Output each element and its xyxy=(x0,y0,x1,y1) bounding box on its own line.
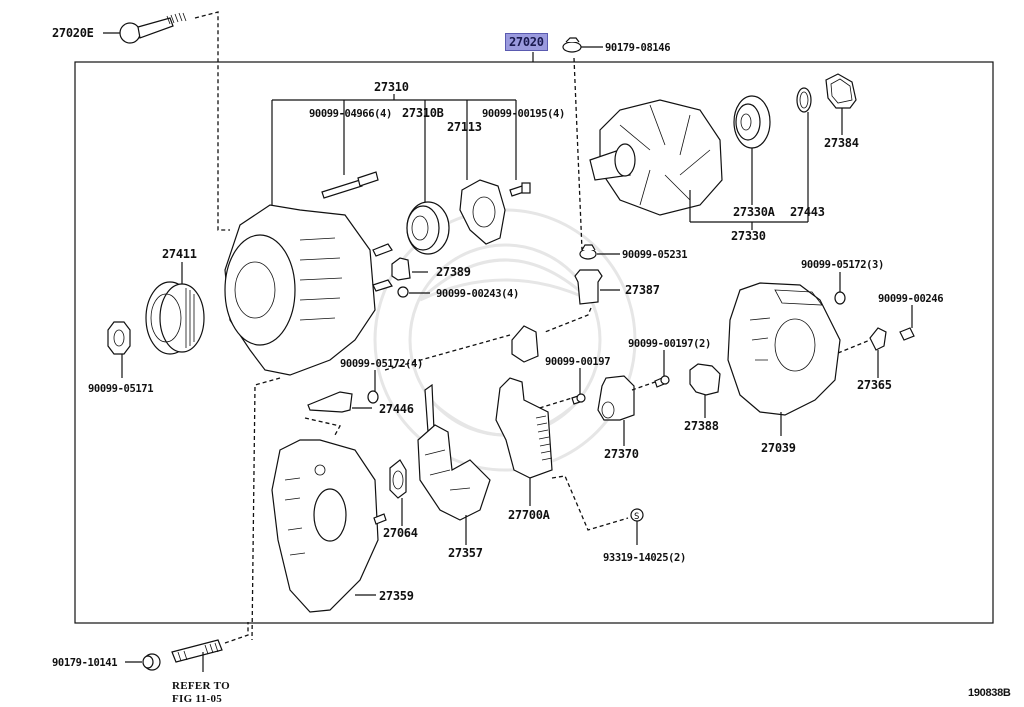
through-bolt-27020E xyxy=(103,12,187,44)
terminal-dash-path xyxy=(304,417,341,436)
cover-27384 xyxy=(825,73,857,135)
stud-bolt-refer xyxy=(171,639,223,672)
callout-27365[interactable]: 27365 xyxy=(857,378,892,392)
callout-90099-00195[interactable]: 90099-00195(4) xyxy=(482,108,565,120)
callout-90099-05231[interactable]: 90099-05231 xyxy=(622,249,688,261)
cap-dash-path xyxy=(384,334,511,371)
callout-27359[interactable]: 27359 xyxy=(379,589,414,603)
callout-27387[interactable]: 27387 xyxy=(625,283,660,297)
callout-90179-08146[interactable]: 90179-08146 xyxy=(605,42,671,54)
rectifier-27357 xyxy=(417,383,491,545)
rotor-27330 xyxy=(589,99,723,222)
refer-note-line1: REFER TO xyxy=(172,680,230,692)
rear-frame-27359 xyxy=(271,439,387,613)
callout-93319-14025[interactable]: 93319-14025(2) xyxy=(603,552,686,564)
callout-27388[interactable]: 27388 xyxy=(684,419,719,433)
callout-90099-00246[interactable]: 90099-00246 xyxy=(878,293,944,305)
callout-27443[interactable]: 27443 xyxy=(790,205,825,219)
callout-27370[interactable]: 27370 xyxy=(604,447,639,461)
callout-90099-05171[interactable]: 90099-05171 xyxy=(88,383,154,395)
insulator-27365 xyxy=(869,327,887,378)
rectifier-group-bracket xyxy=(271,94,517,205)
callout-27020E[interactable]: 27020E xyxy=(52,26,94,40)
nut-90179-10141 xyxy=(125,653,161,671)
nut-90099-05172-4 xyxy=(367,370,379,404)
nut-90099-05172-3 xyxy=(834,272,846,305)
screw-90099-00246 xyxy=(899,305,915,341)
callout-27384[interactable]: 27384 xyxy=(824,136,859,150)
insulator-27389 xyxy=(391,257,428,281)
callout-27310B[interactable]: 27310B xyxy=(402,106,444,120)
callout-90099-00197-2[interactable]: 90099-00197(2) xyxy=(628,338,711,350)
nut-90099-05171 xyxy=(107,321,131,378)
callout-27310[interactable]: 27310 xyxy=(374,80,409,94)
callout-90099-00243[interactable]: 90099-00243(4) xyxy=(436,288,519,300)
figure-code: 190838B xyxy=(968,687,1011,699)
callout-27039[interactable]: 27039 xyxy=(761,441,796,455)
ring-27443 xyxy=(796,87,812,222)
callout-27113[interactable]: 27113 xyxy=(447,120,482,134)
screw-90099-00197 xyxy=(571,368,586,405)
regulator-seal-dash-path xyxy=(551,475,629,531)
callout-90099-05172-4[interactable]: 90099-05172(4) xyxy=(340,358,423,370)
seal-27064 xyxy=(389,459,407,526)
callout-27020-assembly[interactable]: 27020 xyxy=(505,33,548,51)
refer-note-line2: FIG 11-05 xyxy=(172,693,223,705)
regulator-27700A xyxy=(495,377,553,506)
callout-27389[interactable]: 27389 xyxy=(436,265,471,279)
stud-bolt-90099-04966 xyxy=(321,171,379,199)
nut-90099-05231 xyxy=(579,244,620,260)
callout-27330[interactable]: 27330 xyxy=(731,229,766,243)
callout-27064[interactable]: 27064 xyxy=(383,526,418,540)
screw-90099-00197-2 xyxy=(654,350,670,388)
callout-90179-10141[interactable]: 90179-10141 xyxy=(52,657,118,669)
holder-27370 xyxy=(597,375,635,446)
plate-27113 xyxy=(459,179,506,245)
cover-27388 xyxy=(689,363,721,418)
cover-dash-path xyxy=(837,339,871,354)
callout-90099-04966[interactable]: 90099-04966(4) xyxy=(309,108,392,120)
callout-27700A[interactable]: 27700A xyxy=(508,508,550,522)
holder-dash-path xyxy=(631,381,656,391)
pulley-27411 xyxy=(145,262,205,355)
insulator-27387 xyxy=(574,269,620,305)
callout-90099-00197[interactable]: 90099-00197 xyxy=(545,356,611,368)
bearing-27330A xyxy=(733,95,771,205)
stud-dash-path xyxy=(224,622,249,644)
callout-27446[interactable]: 27446 xyxy=(379,402,414,416)
bearing-27310B xyxy=(406,201,450,255)
frame-dash-path xyxy=(251,377,281,641)
drive-end-frame xyxy=(224,204,393,376)
connector-cap xyxy=(511,325,539,363)
callout-27357[interactable]: 27357 xyxy=(448,546,483,560)
bolt-dash-path xyxy=(194,11,230,231)
callout-27330A[interactable]: 27330A xyxy=(733,205,775,219)
rear-cover-27039 xyxy=(727,282,841,436)
svg-text:S: S xyxy=(634,512,639,522)
screw-90099-00243 xyxy=(397,286,430,298)
screw-93319-14025: S xyxy=(630,508,644,545)
nut-90179-08146 xyxy=(562,37,603,53)
screw-90099-00195 xyxy=(509,182,531,197)
insulator-dash-path xyxy=(544,307,592,333)
terminal-27446 xyxy=(307,391,372,413)
callout-90099-05172-3[interactable]: 90099-05172(3) xyxy=(801,259,884,271)
nut-dash-path xyxy=(573,57,583,251)
callout-27411[interactable]: 27411 xyxy=(162,247,197,261)
assembly-frame xyxy=(74,61,994,624)
